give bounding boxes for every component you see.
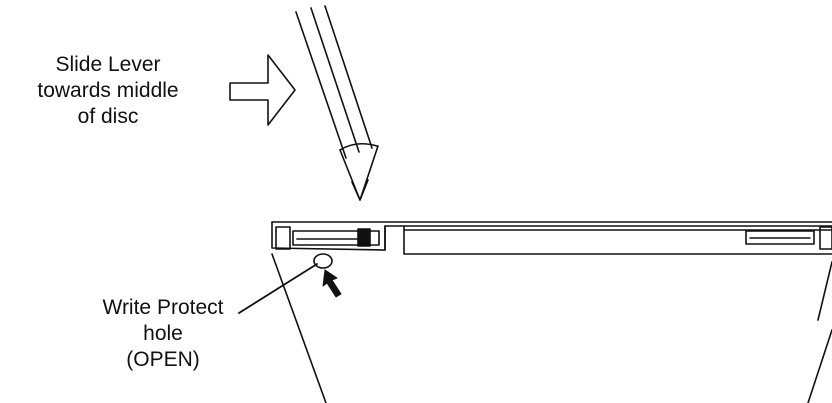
write-protect-label-line-2: hole xyxy=(143,322,183,345)
write-protect-slot xyxy=(275,226,380,250)
pencil-icon xyxy=(295,5,379,201)
disc-top-edge xyxy=(271,221,832,255)
right-slot xyxy=(745,226,832,250)
slide-lever-label-line-2: towards middle xyxy=(37,79,179,102)
write-protect-label: Write Protect hole (OPEN) xyxy=(68,295,258,373)
disc-body xyxy=(271,253,832,403)
slide-lever-label-line-3: of disc xyxy=(77,105,139,128)
write-protect-hole xyxy=(313,253,333,269)
label-leader-line xyxy=(238,263,318,314)
slide-lever-label: Slide Lever towards middle of disc xyxy=(18,52,198,130)
direction-arrow-icon xyxy=(229,54,296,126)
write-protect-label-line-3: (OPEN) xyxy=(126,348,200,371)
hole-indicator-arrow-icon xyxy=(322,269,342,298)
slide-lever-label-line-1: Slide Lever xyxy=(55,53,161,76)
write-protect-label-line-1: Write Protect xyxy=(102,296,224,319)
